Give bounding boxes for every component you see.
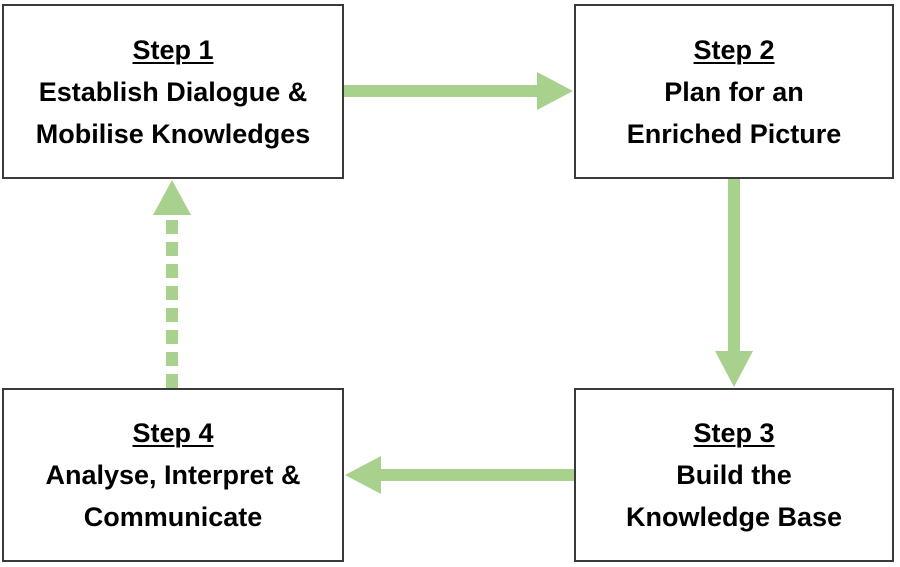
step-4-heading: Step 4 <box>132 418 214 448</box>
step-4-box: Step 4 Analyse, Interpret & Communicate <box>2 388 344 562</box>
step-4-line-2: Communicate <box>83 502 263 532</box>
step-3-line-1: Build the <box>676 460 792 490</box>
step-2-box: Step 2 Plan for an Enriched Picture <box>574 4 894 179</box>
step-3-line-2: Knowledge Base <box>625 502 843 532</box>
step-2-line-2: Enriched Picture <box>626 118 842 149</box>
step-1-heading: Step 1 <box>132 34 214 65</box>
step-3-heading: Step 3 <box>693 418 775 448</box>
step-2-heading: Step 2 <box>693 34 775 65</box>
step-1-line-1: Establish Dialogue & <box>38 76 308 107</box>
arrow-step4-to-step1 <box>153 180 191 388</box>
step-2-line-1: Plan for an <box>664 76 804 107</box>
step-4-line-1: Analyse, Interpret & <box>45 460 301 490</box>
step-1-line-2: Mobilise Knowledges <box>35 118 311 149</box>
arrow-step3-to-step4 <box>345 456 574 494</box>
arrow-step1-to-step2 <box>344 72 573 110</box>
step-1-box: Step 1 Establish Dialogue & Mobilise Kno… <box>2 4 344 179</box>
step-3-box: Step 3 Build the Knowledge Base <box>574 388 894 562</box>
arrow-step2-to-step3 <box>715 179 753 387</box>
